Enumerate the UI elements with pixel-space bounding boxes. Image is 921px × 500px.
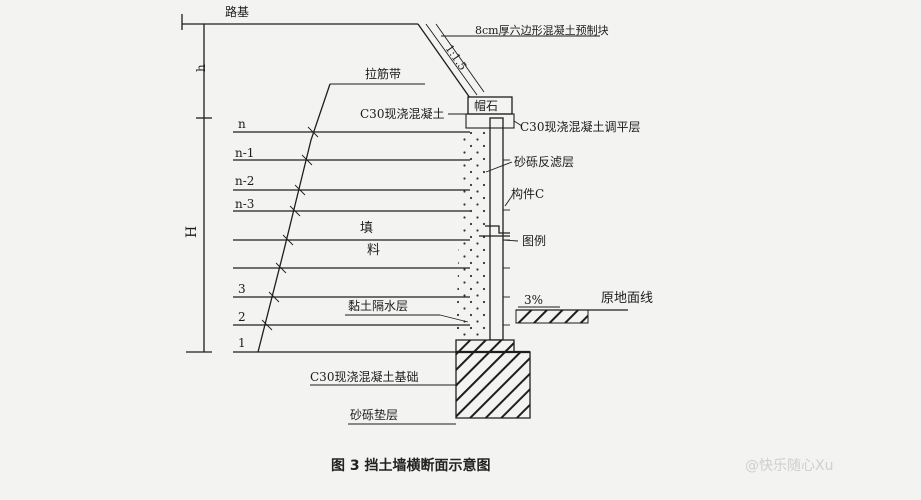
layer-1: 1 [238, 336, 246, 350]
fill-material: 填 料 [360, 221, 380, 258]
layer-n-2: n-2 [235, 174, 254, 188]
layer-n-1: n-1 [235, 146, 254, 160]
geogrid-line: 拉筋带 [257, 66, 425, 353]
layer-n-3: n-3 [235, 197, 254, 211]
label-road: 路基 [225, 4, 249, 19]
slope-protection: 1:1.5 8cm厚六边形混凝土预制块 [417, 23, 609, 104]
label-h: h [194, 64, 208, 72]
road-surface: 路基 [204, 4, 418, 25]
figure-caption: 图 3 挡土墙横断面示意图 [331, 457, 491, 474]
clay-layer: 黏土隔水层 [345, 299, 469, 323]
label-leveling: C30现浇混凝土调平层 [520, 119, 640, 134]
label-gravel-filter: 砂砾反滤层 [514, 155, 574, 169]
gravel-filter-zone [456, 132, 492, 340]
layer-n: n [238, 117, 246, 131]
label-cushion: 砂砾垫层 [350, 407, 398, 422]
dimension-line: h H [181, 14, 212, 353]
label-H: H [184, 226, 200, 238]
label-geogrid: 拉筋带 [365, 66, 401, 81]
foundation: C30现浇混凝土基础 砂砾垫层 [310, 339, 531, 425]
label-fill-2: 料 [367, 243, 380, 258]
label-ground-line: 原地面线 [601, 291, 653, 306]
label-gradient: 3% [524, 293, 543, 307]
label-fill-1: 填 [360, 221, 373, 236]
layer-3: 3 [238, 282, 246, 296]
label-foundation: C30现浇混凝土基础 [310, 369, 418, 384]
wall-panel [489, 117, 510, 341]
cap-stone: 帽石 C30现浇混凝土 C30现浇混凝土调平层 [360, 96, 640, 134]
label-slope-protection: 8cm厚六边形混凝土预制块 [475, 23, 609, 37]
watermark: @快乐随心Xu [745, 458, 833, 474]
label-clay-layer: 黏土隔水层 [348, 299, 408, 313]
label-slope-ratio: 1:1.5 [443, 42, 470, 73]
layer-2: 2 [238, 310, 246, 324]
label-cap-concrete: C30现浇混凝土 [360, 106, 444, 121]
original-ground: 3% 原地面线 [515, 291, 653, 324]
label-legend: 图例 [522, 234, 546, 248]
label-cap-stone: 帽石 [474, 98, 498, 113]
right-annotations: 砂砾反滤层 构件C 图例 [479, 155, 574, 248]
reinforcement-layers: n n-1 n-2 n-3 3 2 1 [233, 117, 470, 353]
label-component-c: 构件C [511, 186, 544, 201]
